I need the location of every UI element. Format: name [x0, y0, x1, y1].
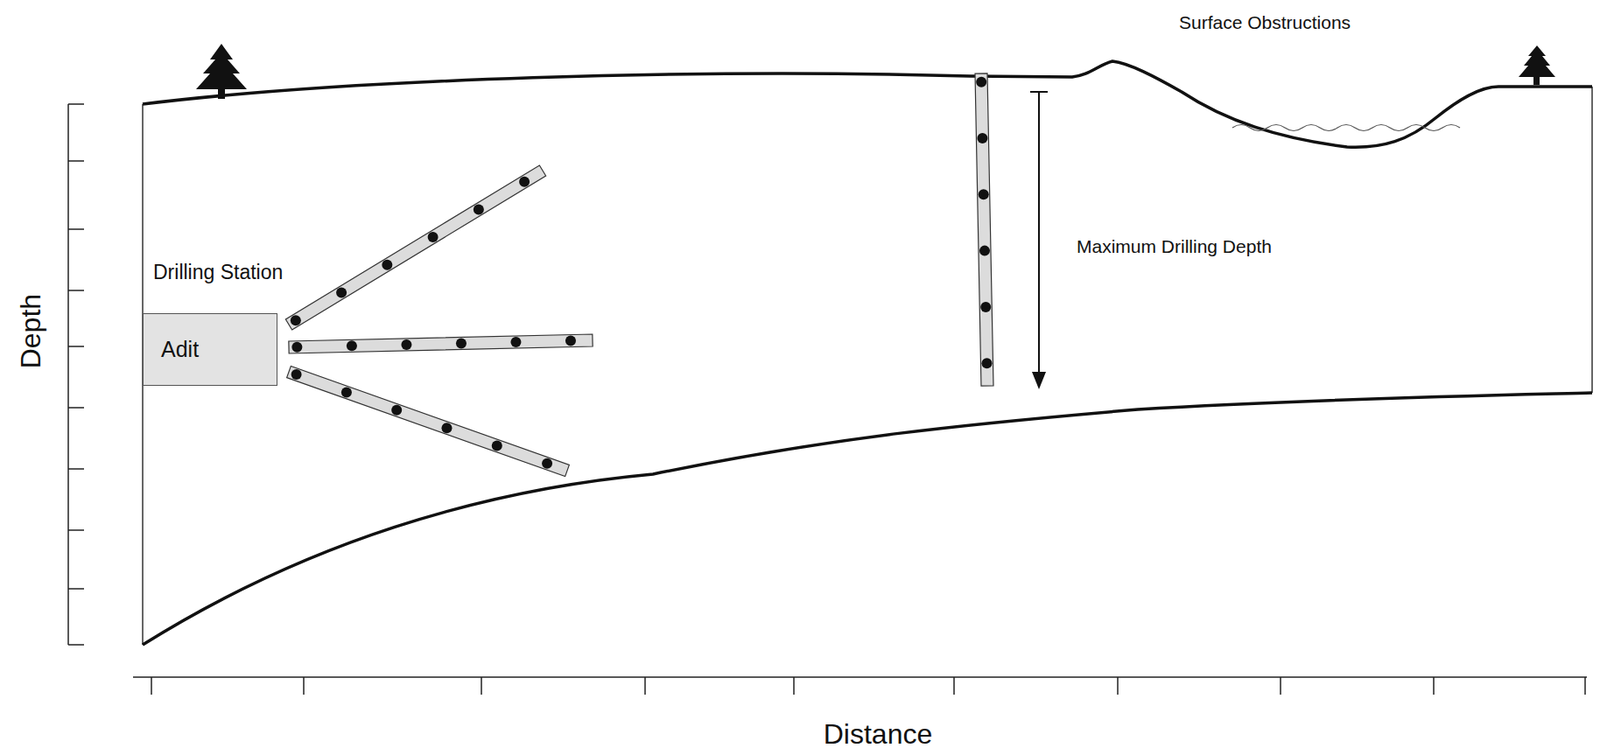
- drill-hole: [285, 165, 546, 330]
- axis-title: Depth: [15, 294, 47, 369]
- sample-point: [291, 342, 302, 353]
- sample-point: [473, 203, 485, 215]
- sample-point: [565, 336, 576, 347]
- tree-symbol: [196, 43, 247, 99]
- drill-hole: [975, 73, 994, 386]
- sample-point: [510, 336, 521, 348]
- sample-point: [978, 189, 990, 200]
- drill-holes: [285, 73, 994, 478]
- sample-point: [980, 301, 991, 313]
- node-label: Adit: [143, 336, 199, 363]
- sample-point: [341, 386, 352, 398]
- depth-arrow: [1030, 91, 1048, 377]
- sample-point: [291, 369, 302, 380]
- obstruction-label: Surface Obstructions: [1178, 12, 1351, 33]
- sample-point: [519, 176, 530, 188]
- deposit-base: [142, 392, 1593, 646]
- ground-surface: [142, 61, 1593, 148]
- sample-point: [976, 133, 988, 144]
- sample-point: [541, 458, 553, 470]
- sample-point: [428, 231, 439, 243]
- sample-point: [981, 357, 992, 369]
- sample-point: [441, 422, 452, 434]
- section-edge: [1591, 86, 1593, 393]
- axis-title: Distance: [823, 719, 934, 751]
- sample-point: [381, 259, 393, 271]
- arrow-head: [1031, 371, 1046, 390]
- drill-hole: [287, 365, 570, 477]
- distance-axis: [133, 677, 1587, 695]
- adit-box: Adit: [142, 313, 278, 386]
- sample-point: [391, 405, 402, 416]
- tree-symbol: [1518, 45, 1556, 85]
- sample-point: [456, 337, 467, 349]
- drill-hole: [288, 334, 593, 354]
- sample-point: [346, 340, 358, 351]
- sample-point: [491, 440, 503, 451]
- water-surface: [1232, 125, 1460, 132]
- sample-point: [979, 245, 990, 257]
- depth-axis: [68, 104, 85, 646]
- depth-limit-label: Maximum Drilling Depth: [1076, 236, 1272, 257]
- sample-point: [290, 315, 302, 326]
- sample-point: [975, 77, 987, 88]
- sample-point: [400, 339, 412, 351]
- sample-point: [336, 287, 347, 299]
- station-label: Drilling Station: [153, 261, 283, 284]
